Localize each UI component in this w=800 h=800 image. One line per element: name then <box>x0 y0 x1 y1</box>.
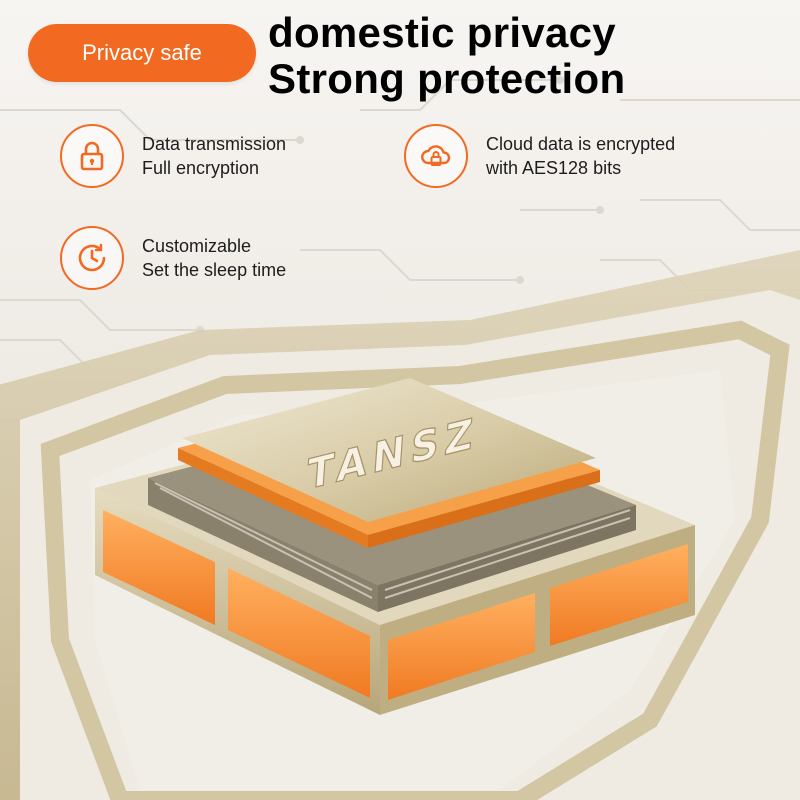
feature-data-transmission: Data transmission Full encryption <box>60 124 286 188</box>
feature-line-1: Cloud data is encrypted <box>486 134 676 154</box>
feature-line-1: Customizable <box>142 236 252 256</box>
title-line-1: domestic privacy <box>268 9 616 56</box>
feature-line-2: with AES128 bits <box>486 158 622 178</box>
feature-line-2: Full encryption <box>142 158 260 178</box>
privacy-safe-badge: Privacy safe <box>28 24 256 82</box>
feature-text: Data transmission Full encryption <box>142 132 286 180</box>
feature-line-1: Data transmission <box>142 134 287 154</box>
feature-sleep-time: Customizable Set the sleep time <box>60 226 286 290</box>
clock-icon <box>60 226 124 290</box>
cloud-lock-icon <box>404 124 468 188</box>
feature-text: Customizable Set the sleep time <box>142 234 286 282</box>
feature-cloud-encryption: Cloud data is encrypted with AES128 bits <box>404 124 675 188</box>
page-title: domestic privacy Strong protection <box>268 10 625 102</box>
padlock-icon <box>60 124 124 188</box>
feature-line-2: Set the sleep time <box>142 260 287 280</box>
title-line-2: Strong protection <box>268 55 626 102</box>
feature-text: Cloud data is encrypted with AES128 bits <box>486 132 675 180</box>
